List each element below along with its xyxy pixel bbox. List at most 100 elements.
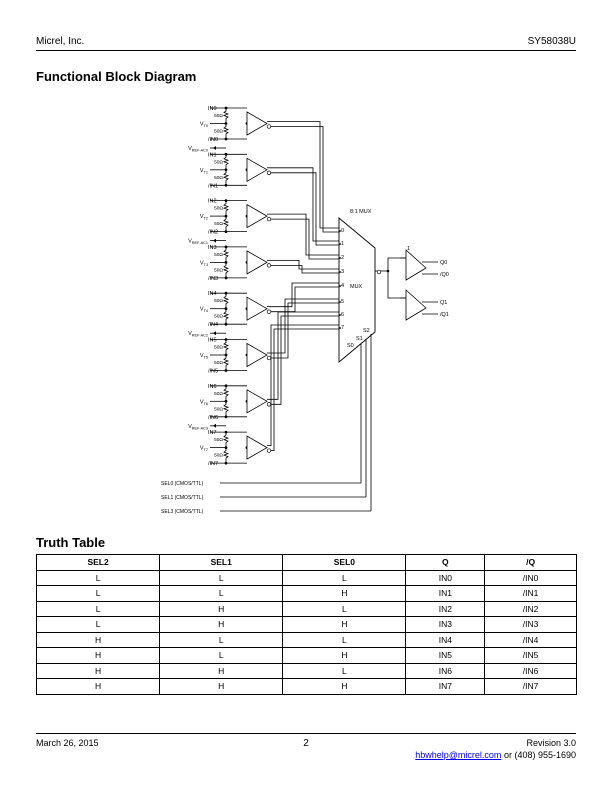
table-cell: H: [282, 585, 407, 602]
table-cell: H: [159, 600, 284, 617]
inversion-bubble: [266, 355, 272, 361]
table-cell: IN3: [405, 616, 486, 633]
select-input-label: SEL0 (CMOS/TTL): [161, 481, 204, 487]
input-label: IN7: [208, 430, 217, 436]
route-wire: [267, 167, 339, 242]
resistor: [222, 108, 230, 125]
junction-dot: [386, 269, 390, 273]
table-cell: H: [282, 616, 407, 633]
junction-dot: [224, 137, 228, 141]
select-input-label: SEL1 (CMOS/TTL): [161, 495, 204, 501]
select-input-label: SEL3 (CMOS/TTL): [161, 509, 204, 515]
inversion-bubble: [266, 216, 272, 222]
resistor: [222, 401, 230, 419]
resistor-label: 50Ω: [214, 175, 223, 181]
select-pin-label: S0: [347, 343, 354, 349]
resistor: [222, 123, 230, 141]
input-label: /IN1: [208, 183, 218, 189]
junction-dot: [224, 369, 228, 372]
inversion-bubble: [266, 309, 272, 314]
resistor: [222, 293, 230, 311]
column-header: SEL2: [35, 554, 161, 571]
output-label: Q0: [440, 260, 447, 266]
route-wire: [271, 265, 339, 274]
input-label: IN5: [208, 338, 217, 344]
page-number: 2: [303, 738, 309, 749]
inversion-bubble: [266, 263, 272, 268]
mux-input-number: 7: [341, 325, 344, 331]
mux-input-dot: [339, 230, 341, 232]
inversion-bubble: [266, 402, 272, 407]
vref-label: VREF-AC0: [188, 146, 208, 153]
vt-label: VT0: [200, 122, 208, 129]
resistor-label: 50Ω: [214, 267, 223, 273]
output-label: /Q1: [440, 312, 449, 318]
column-header: SEL0: [282, 554, 407, 571]
output-buffer: [405, 249, 427, 281]
resistor-label: 50Ω: [214, 314, 223, 320]
junction-dot: [224, 415, 228, 419]
route-wire: [267, 282, 339, 308]
table-cell: /IN1: [484, 585, 577, 602]
table-cell: /IN2: [484, 600, 577, 617]
resistor: [222, 216, 230, 234]
table-cell: /IN5: [484, 647, 577, 664]
junction-dot: [224, 307, 228, 311]
output-label: /Q0: [440, 272, 449, 278]
vref-label: VREF-AC3: [188, 424, 208, 431]
contact-line: hbwhelp@micrel.com or (408) 955-1690: [415, 750, 576, 760]
input-label: /IN2: [208, 230, 218, 236]
route-wire: [267, 213, 339, 256]
resistor: [222, 308, 230, 326]
select-pin-label: S2: [363, 328, 370, 334]
table-cell: /IN0: [484, 569, 577, 586]
column-header: SEL1: [159, 554, 284, 571]
part-number: SY58038U: [527, 36, 576, 47]
resistor-label: 50Ω: [214, 129, 223, 135]
resistor: [222, 169, 230, 187]
table-cell: H: [35, 678, 161, 695]
junction-dot: [224, 384, 228, 388]
resistor-label: 50Ω: [214, 113, 223, 119]
truth-table-heading: Truth Table: [36, 535, 106, 550]
table-cell: IN5: [405, 647, 486, 664]
column-header: /Q: [484, 554, 577, 571]
company-name: Micrel, Inc.: [36, 36, 85, 47]
inversion-bubble: [266, 448, 272, 453]
table-cell: IN1: [405, 585, 486, 602]
input-label: IN0: [208, 106, 217, 112]
input-buffer: [246, 250, 268, 275]
email-link[interactable]: hbwhelp@micrel.com: [415, 750, 502, 760]
route-wire: [267, 324, 339, 446]
junction-dot: [224, 106, 228, 110]
resistor: [222, 154, 230, 172]
junction-dot: [224, 183, 228, 187]
junction-dot: [224, 261, 228, 264]
vt-label: VT6: [200, 399, 208, 406]
select-pin-label: S1: [356, 336, 363, 342]
resistor-label: 50Ω: [214, 345, 223, 351]
mux-input-number: 5: [341, 299, 344, 305]
output-buffer: [405, 289, 427, 321]
block-diagram-heading: Functional Block Diagram: [36, 69, 197, 84]
revision: Revision 3.0: [526, 738, 576, 748]
input-label: /IN6: [208, 415, 218, 421]
vt-label: VT2: [200, 214, 208, 221]
vt-label: VT3: [200, 260, 208, 267]
route-wire: [267, 260, 339, 270]
table-cell: /IN3: [484, 616, 577, 633]
functional-block-diagram: IN0VT0/IN050Ω50ΩVREF-AC0IN1VT1/IN150Ω50Ω…: [161, 106, 410, 515]
junction-dot: [224, 122, 228, 125]
page-header: Micrel, Inc. SY58038U: [36, 36, 576, 51]
table-cell: L: [282, 600, 407, 617]
input-label: IN1: [208, 152, 217, 158]
junction-dot: [224, 461, 228, 465]
mux-input-number: 1: [341, 241, 344, 247]
junction-dot: [224, 430, 228, 434]
input-label: IN6: [208, 384, 217, 390]
